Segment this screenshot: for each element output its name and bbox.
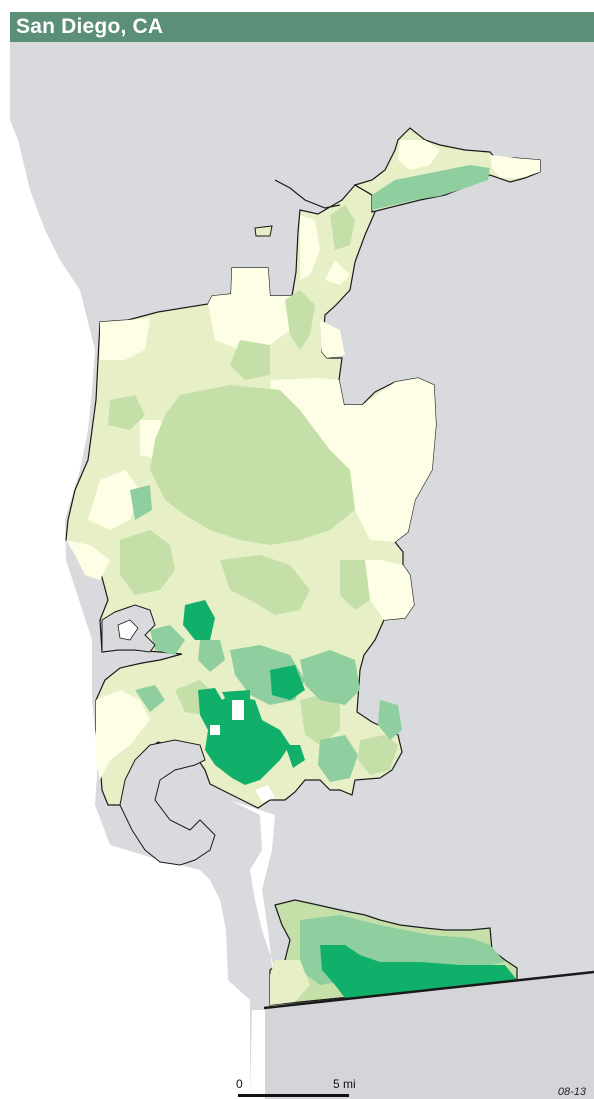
class-1-tracts	[66, 215, 436, 780]
map-id-label: 08-13	[557, 1086, 586, 1098]
north-extension-tracts	[372, 140, 540, 210]
south-border-land	[265, 972, 594, 1099]
scale-bar	[238, 1094, 349, 1097]
map-canvas	[10, 42, 594, 1099]
class-3-tracts	[108, 205, 398, 775]
mission-bay-island	[117, 619, 139, 641]
north-islet	[254, 225, 273, 237]
map-title: San Diego, CA	[16, 15, 164, 38]
class-5-tracts	[183, 600, 305, 785]
scale-bar-zero-label: 0	[236, 1077, 243, 1091]
unpopulated-tracts	[210, 700, 275, 802]
map-title-bar: San Diego, CA	[10, 12, 594, 42]
south-section-tracts	[270, 915, 517, 1005]
map-frame	[10, 42, 594, 1099]
international-border	[263, 970, 594, 1010]
scale-bar-distance-label: 5 mi	[333, 1077, 356, 1091]
coastal-land	[10, 42, 250, 1099]
north-inlet-line	[274, 179, 341, 209]
san-diego-bay-water	[119, 739, 216, 866]
